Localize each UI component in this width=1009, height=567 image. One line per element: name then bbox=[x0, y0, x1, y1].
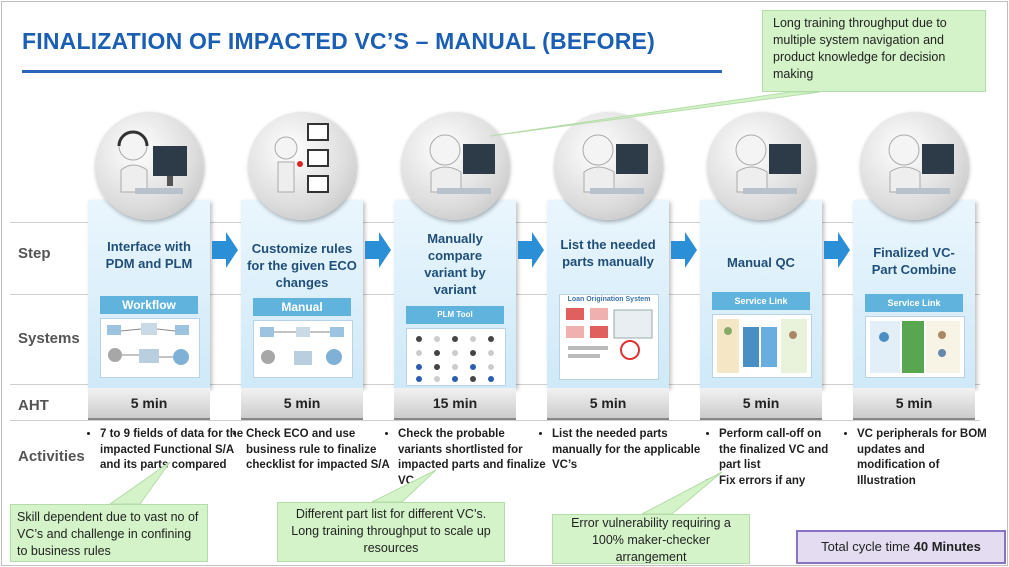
aht-value: 5 min bbox=[547, 388, 669, 420]
step-label: Customize rules for the given ECO change… bbox=[247, 241, 357, 290]
callout-error-vulnerability: Error vulnerability requiring a 100% mak… bbox=[552, 514, 750, 564]
activity-list: Perform call-off on the finalized VC and… bbox=[705, 427, 839, 489]
system-screenshot bbox=[712, 314, 812, 378]
system-tag: Manual bbox=[253, 298, 351, 316]
activity-item: Perform call-off on the finalized VC and… bbox=[719, 427, 839, 474]
activity-list: VC peripherals for BOM updates and modif… bbox=[843, 427, 995, 489]
activity-item: Check ECO and use business rule to final… bbox=[246, 427, 394, 474]
step-label: Manually compare variant by variant bbox=[424, 231, 486, 297]
activity-item: Fix errors if any bbox=[719, 474, 839, 490]
desk-worker-illustration bbox=[860, 112, 968, 220]
row-label-activities: Activities bbox=[18, 448, 85, 465]
step-label: Interface with PDM and PLM bbox=[105, 239, 193, 271]
activity-list: Check ECO and use business rule to final… bbox=[232, 427, 394, 474]
row-divider bbox=[10, 420, 980, 421]
activity-list: Check the probable variants shortlisted … bbox=[384, 427, 548, 489]
aht-value: 5 min bbox=[853, 388, 975, 420]
total-cycle-time: Total cycle time 40 Minutes bbox=[796, 530, 1006, 564]
flow-arrow-icon bbox=[365, 232, 391, 268]
operator-headset-illustration bbox=[95, 112, 203, 220]
system-tag: PLM Tool bbox=[406, 306, 504, 324]
system-tag: Loan Origination System bbox=[567, 296, 651, 303]
system-screenshot bbox=[100, 318, 200, 378]
flow-arrow-icon bbox=[212, 232, 238, 268]
aht-value: 15 min bbox=[394, 388, 516, 420]
row-label-step: Step bbox=[18, 245, 51, 262]
activity-item: List the needed parts manually for the a… bbox=[552, 427, 702, 474]
activity-list: 7 to 9 fields of data for the impacted F… bbox=[86, 427, 245, 474]
aht-value: 5 min bbox=[88, 388, 210, 420]
system-tag: Service Link bbox=[865, 294, 963, 312]
callout-skill-dependent: Skill dependent due to vast no of VC’s a… bbox=[10, 504, 208, 562]
page-title: FINALIZATION OF IMPACTED VC’S – MANUAL (… bbox=[22, 28, 655, 54]
activity-item: Check the probable variants shortlisted … bbox=[398, 427, 548, 489]
step-label: Manual QC bbox=[727, 255, 795, 270]
title-underline bbox=[22, 70, 722, 73]
system-screenshot bbox=[865, 316, 965, 378]
total-label: Total cycle time bbox=[821, 539, 911, 554]
aht-value: 5 min bbox=[241, 388, 363, 420]
desk-worker-illustration bbox=[707, 112, 815, 220]
checklist-figure-illustration bbox=[248, 112, 356, 220]
system-screenshot bbox=[406, 328, 506, 386]
aht-value: 5 min bbox=[700, 388, 822, 420]
activity-item: VC peripherals for BOM updates and modif… bbox=[857, 427, 995, 489]
step-column-1: Interface with PDM and PLM Workflow bbox=[88, 200, 210, 388]
flow-arrow-icon bbox=[671, 232, 697, 268]
system-tag: Service Link bbox=[712, 292, 810, 310]
system-tag: Workflow bbox=[100, 296, 198, 314]
flow-arrow-icon bbox=[518, 232, 544, 268]
desk-worker-illustration bbox=[401, 112, 509, 220]
system-screenshot: Loan Origination System bbox=[559, 294, 659, 380]
system-screenshot bbox=[253, 320, 353, 378]
row-label-systems: Systems bbox=[18, 330, 80, 347]
activity-item: 7 to 9 fields of data for the impacted F… bbox=[100, 427, 245, 474]
flow-arrow-icon bbox=[824, 232, 850, 268]
step-column-4: List the needed parts manually Loan Orig… bbox=[547, 200, 669, 388]
row-label-aht: AHT bbox=[18, 397, 49, 414]
desk-worker-illustration bbox=[554, 112, 662, 220]
step-column-6: Finalized VC- Part Combine Service Link bbox=[853, 200, 975, 388]
total-value: 40 Minutes bbox=[913, 539, 981, 554]
callout-part-list: Different part list for different VC’s. … bbox=[277, 502, 505, 562]
step-label: Finalized VC- Part Combine bbox=[871, 245, 957, 277]
step-label: List the needed parts manually bbox=[560, 237, 656, 269]
step-column-3: Manually compare variant by variant PLM … bbox=[394, 200, 516, 388]
activity-list: List the needed parts manually for the a… bbox=[538, 427, 702, 474]
step-column-2: Customize rules for the given ECO change… bbox=[241, 200, 363, 388]
callout-training-throughput: Long training throughput due to multiple… bbox=[762, 10, 986, 92]
step-column-5: Manual QC Service Link bbox=[700, 200, 822, 388]
